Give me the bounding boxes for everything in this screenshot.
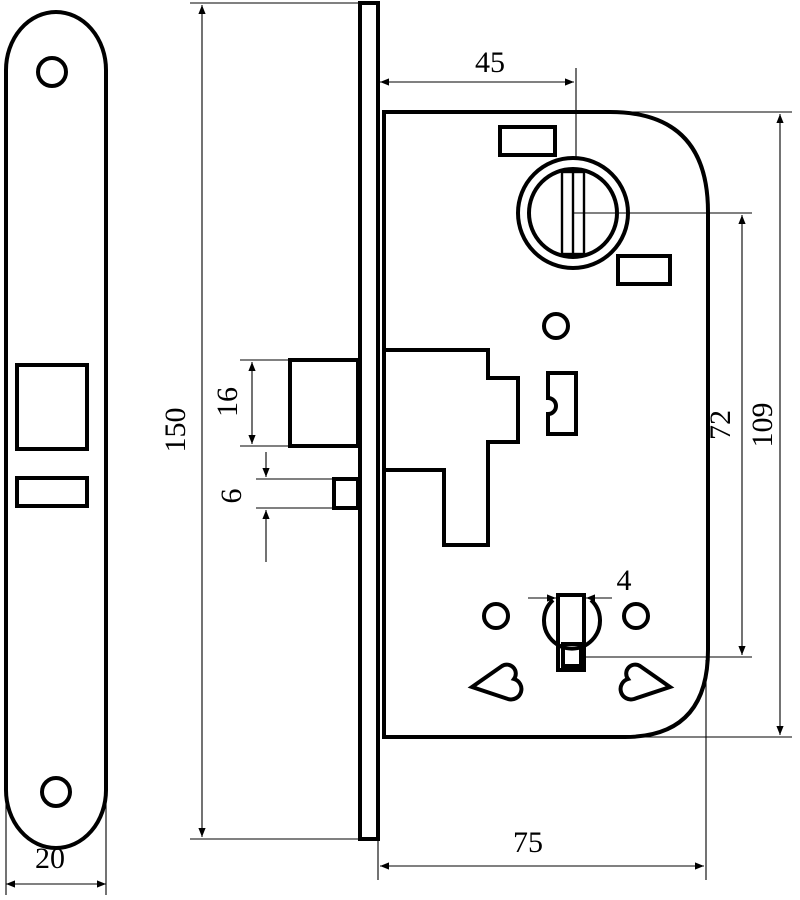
heart-cutout-left	[467, 662, 524, 702]
faceplate-latch-opening	[15, 363, 89, 451]
faceplate-front-view	[3, 10, 108, 850]
latch-bolt	[288, 358, 360, 448]
dimension-slot-width: 4	[528, 564, 632, 602]
dimension-backset: 45	[377, 46, 577, 158]
small-slot-right	[616, 254, 672, 286]
cylinder-slot	[556, 593, 586, 672]
dimension-bolt-height: 6	[215, 452, 334, 562]
dimension-faceplate-width: 20	[5, 800, 107, 895]
front-plate-side	[358, 1, 380, 841]
latch-height-label: 16	[211, 387, 244, 417]
key-pin-circle	[542, 312, 570, 340]
faceplate-width-label: 20	[35, 842, 65, 875]
keyhole-slot	[546, 371, 578, 436]
cylinder-cam	[561, 642, 583, 668]
dimension-latch-height: 16	[211, 359, 290, 447]
dead-bolt	[332, 477, 360, 510]
faceplate-outline	[3, 10, 108, 850]
body-depth-label: 75	[513, 826, 543, 859]
dimension-total-height: 150	[159, 2, 360, 840]
mount-hole-left	[482, 602, 510, 630]
latch-mechanism	[384, 348, 520, 547]
heart-cutout-right	[618, 662, 675, 702]
dimension-body-depth: 75	[377, 660, 707, 880]
faceplate-screw-hole-top	[36, 56, 68, 88]
center-distance-label: 72	[704, 410, 737, 440]
dimension-body-height: 109	[610, 111, 792, 738]
dimension-center-distance: 72	[573, 212, 752, 658]
body-height-label: 109	[746, 403, 779, 448]
faceplate-screw-hole-bottom	[40, 776, 72, 808]
lock-body-outline	[382, 110, 710, 739]
total-height-label: 150	[159, 408, 192, 453]
slot-width-label: 4	[617, 564, 632, 597]
cylinder-profile	[542, 598, 602, 651]
faceplate-bolt-opening	[15, 476, 89, 508]
bolt-height-label: 6	[215, 489, 248, 504]
small-slot-top	[498, 125, 557, 157]
backset-label: 45	[475, 46, 505, 79]
mount-hole-right	[622, 602, 650, 630]
